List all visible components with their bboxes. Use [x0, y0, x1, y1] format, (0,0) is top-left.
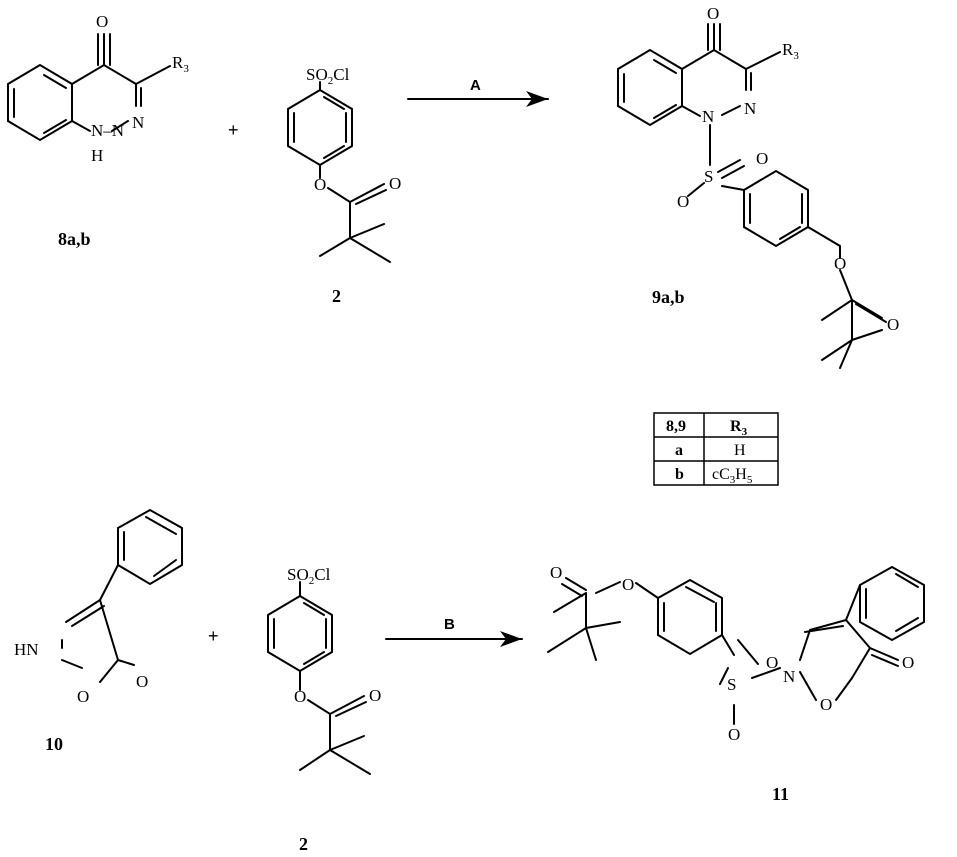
compound-11-so-o1: O [766, 653, 778, 672]
compound-9ab-n1: N [702, 107, 714, 126]
compound-2-top-label: 2 [332, 286, 341, 306]
table-cell-r-b: cC3H5 [712, 466, 753, 486]
compound-10-hn: HN [14, 640, 39, 659]
reaction-arrow-a [407, 91, 549, 107]
compound-2-top-ester-o: O [314, 175, 326, 194]
compound-10-label: 10 [45, 734, 63, 754]
compound-11-so-o2: O [728, 725, 740, 744]
compound-2-top-structure [287, 81, 391, 263]
compound-2-bottom-structure [267, 581, 371, 775]
table-cell-r-a: H [734, 442, 746, 459]
table-header-compound: 8,9 [666, 418, 686, 435]
substituent-table [653, 412, 779, 486]
plus-sign-top: + [228, 120, 239, 140]
compound-9ab-ester-o: O [834, 254, 846, 273]
compound-9ab-ester-co: O [887, 315, 899, 334]
compound-9ab-structure [617, 23, 887, 369]
reagent-label-b: B [444, 616, 455, 633]
compound-10-carbonyl-o: O [136, 672, 148, 691]
compound-8ab-n: N [132, 113, 144, 132]
compound-9ab-so-o2: O [677, 192, 689, 211]
compound-8ab-h: H [91, 146, 103, 165]
compound-2-top-carbonyl-o: O [389, 174, 401, 193]
reaction-arrow-b [385, 631, 523, 647]
compound-2-bottom-label: 2 [299, 834, 308, 854]
plus-sign-bottom: + [208, 626, 219, 646]
table-header-r: R3 [730, 418, 748, 438]
compound-9ab-s: S [704, 167, 713, 186]
compound-2-bottom-sulfonyl: SO2Cl [287, 565, 331, 587]
compound-8ab-substituent: R3 [172, 53, 189, 75]
compound-2-top-sulfonyl: SO2Cl [306, 65, 350, 87]
compound-11-n: N [783, 667, 795, 686]
table-cell-compound-a: a [675, 442, 683, 459]
compound-8ab-nh: N–N [91, 121, 124, 140]
compound-11-s: S [727, 675, 736, 694]
compound-10-ring-o: O [77, 687, 89, 706]
compound-2-bottom-ester-o: O [294, 687, 306, 706]
table-cell-compound-b: b [675, 466, 684, 483]
compound-9ab-substituent: R3 [782, 40, 799, 62]
compound-8ab-carbonyl-o: O [96, 12, 108, 31]
compound-11-ester-o: O [622, 575, 634, 594]
compound-11-lactone-o: O [902, 653, 914, 672]
compound-10-structure [61, 508, 183, 683]
compound-2-bottom-carbonyl-o: O [369, 686, 381, 705]
reagent-label-a: A [470, 77, 481, 94]
compound-9ab-so-o1: O [756, 149, 768, 168]
compound-9ab-carbonyl-o: O [707, 4, 719, 23]
compound-9ab-n2: N [744, 99, 756, 118]
compound-11-carbonyl-o: O [550, 563, 562, 582]
compound-8ab-label: 8a,b [58, 229, 91, 249]
compound-11-label: 11 [772, 784, 789, 804]
compound-9ab-label: 9a,b [652, 287, 685, 307]
compound-11-structure [547, 565, 925, 725]
compound-11-ring-o: O [820, 695, 832, 714]
compound-8ab-structure [7, 33, 171, 142]
